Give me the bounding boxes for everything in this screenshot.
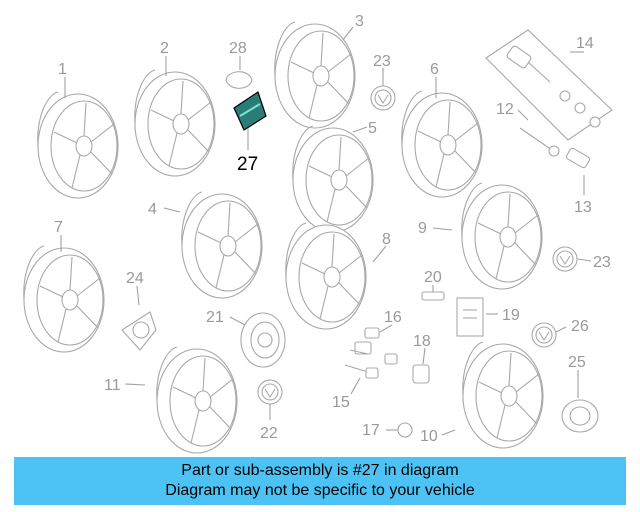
label-21: 21 [206,309,224,326]
wheel-5 [292,125,374,233]
wheel-10 [462,341,544,449]
parts-diagram: 1 2 3 4 5 6 7 8 9 10 11 12 13 14 15 16 1… [23,13,613,454]
label-23-right: 23 [593,254,611,271]
center-cap-25 [561,399,599,433]
wheel-7 [23,245,105,353]
label-20: 20 [424,269,442,286]
label-1: 1 [58,61,67,78]
wheel-9 [461,182,543,290]
emblem-23-right [552,246,578,272]
emblem-22 [257,379,283,405]
nut-18 [412,364,430,384]
label-24: 24 [126,270,144,287]
tpms-kit-14 [485,29,613,141]
label-5: 5 [368,120,377,137]
wheel-6 [401,90,483,198]
cap-28 [225,71,253,89]
label-11: 11 [104,377,121,394]
label-10: 10 [420,428,438,445]
label-16: 16 [384,309,402,326]
wheel-11 [156,346,238,454]
label-27: 27 [237,154,258,175]
label-17: 17 [362,422,380,439]
lock-17 [397,422,413,438]
hubcap-21 [240,312,286,368]
bolts-16 [349,327,398,365]
label-8: 8 [382,231,391,248]
weight-20 [421,291,445,301]
label-6: 6 [430,61,439,78]
emblem-26 [531,322,557,348]
label-9: 9 [418,220,427,237]
banner-line-2: Diagram may not be specific to your vehi… [165,482,475,499]
label-26: 26 [571,318,589,335]
center-cap-24 [121,311,157,351]
label-25: 25 [568,354,586,371]
sticker-19 [456,297,484,337]
bolt-15 [344,364,379,379]
label-7: 7 [54,219,63,236]
label-4: 4 [148,201,157,218]
label-12: 12 [496,101,514,118]
label-23-top: 23 [373,53,391,70]
label-18: 18 [413,333,431,350]
label-19: 19 [502,307,520,324]
banner-line-1: Part or sub-assembly is #27 in diagram [181,462,459,479]
label-3: 3 [355,13,364,30]
label-15: 15 [332,394,350,411]
leader-lines [60,26,592,436]
label-2: 2 [160,40,169,57]
wheel-1 [37,91,119,199]
label-14: 14 [576,35,594,52]
label-28: 28 [229,40,247,57]
wheel-2 [134,69,216,177]
label-22: 22 [260,425,278,442]
info-banner: Part or sub-assembly is #27 in diagram D… [14,457,626,505]
wheel-4 [181,191,263,299]
part-27-highlighted [233,91,267,131]
emblem-23-top [370,85,396,111]
wheel-8 [285,222,367,330]
valve-stem-12 [519,127,560,157]
label-13: 13 [574,199,592,216]
valve-cap-13 [566,147,590,169]
wheel-3 [274,21,356,129]
